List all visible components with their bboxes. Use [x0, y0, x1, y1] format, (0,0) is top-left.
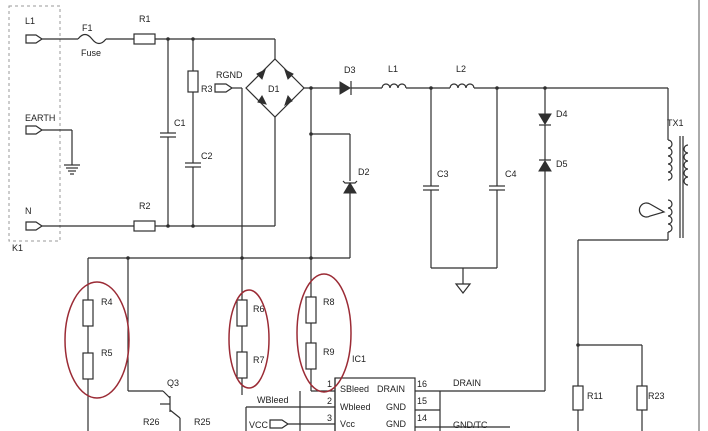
zener-diode-d2 [343, 182, 357, 194]
transformer-ref-tx1: TX1 [667, 118, 684, 128]
resistor-ref-r1: R1 [139, 14, 151, 24]
net-label-drain: DRAIN [453, 378, 481, 388]
connector-vcc-icon [269, 419, 290, 429]
resistor-ref-r8: R8 [323, 297, 335, 307]
resistor-r7 [236, 351, 248, 379]
fuse-label: Fuse [81, 48, 101, 58]
resistor-ref-r2: R2 [139, 201, 151, 211]
inductor-l2 [449, 83, 475, 89]
ic-pin-3-number: 3 [327, 413, 332, 423]
connector-label-l1: L1 [25, 16, 35, 26]
resistor-ref-r4: R4 [101, 297, 113, 307]
ground-icon [454, 283, 472, 294]
capacitor-ref-c3: C3 [437, 169, 449, 179]
connector-label-wbleed: WBleed [257, 395, 289, 405]
net-label-gndtc: GND/TC [453, 420, 488, 430]
resistor-r5 [82, 352, 94, 380]
ic-ref-ic1: IC1 [352, 354, 366, 364]
transformer-secondary [683, 144, 689, 186]
ic-pin-2-number: 2 [327, 396, 332, 406]
inductor-l1 [381, 83, 407, 89]
resistor-r9 [305, 342, 317, 370]
resistor-ref-r3: R3 [201, 84, 213, 94]
resistor-ref-r23: R23 [648, 391, 665, 401]
earth-ground-icon [64, 164, 80, 175]
connector-label-vcc: VCC [249, 420, 269, 430]
highlight-ellipse-r4-r5 [64, 281, 130, 399]
resistor-r2 [133, 220, 156, 232]
diode-ref-d5: D5 [556, 159, 568, 169]
diode-ref-d4: D4 [556, 109, 568, 119]
diode-d3 [339, 81, 351, 95]
connector-l1-icon [25, 34, 44, 44]
resistor-r11 [572, 385, 584, 411]
highlight-ellipse-r6-r7 [228, 289, 270, 389]
ic-pin-14-number: 14 [417, 413, 427, 423]
connector-earth-icon [25, 125, 44, 135]
resistor-ref-r25: R25 [194, 417, 211, 427]
transformer-primary [667, 139, 673, 181]
resistor-r8 [305, 296, 317, 324]
resistor-ref-r7: R7 [253, 355, 265, 365]
capacitor-ref-c2: C2 [201, 151, 213, 161]
ic-pin-16-name: DRAIN [377, 384, 405, 394]
ic-pin-1-name: SBleed [340, 384, 369, 394]
resistor-ref-r11: R11 [587, 391, 603, 401]
bridge-diodes-icon [256, 69, 294, 107]
resistor-ref-r9: R9 [323, 347, 335, 357]
capacitor-ref-c4: C4 [505, 169, 517, 179]
capacitor-ref-c1: C1 [174, 118, 186, 128]
connector-block-k1 [8, 5, 61, 242]
connector-label-rgnd: RGND [216, 70, 243, 80]
diode-d5 [538, 160, 552, 172]
ic-pin-15-name: GND [386, 402, 407, 412]
fuse-ref-f1: F1 [82, 23, 93, 33]
connector-label-n: N [25, 206, 32, 216]
transformer-marker-icon [638, 202, 666, 218]
ic-pin-1-number: 1 [327, 379, 332, 389]
fuse-f1-symbol [77, 33, 107, 45]
resistor-ref-r6: R6 [253, 304, 265, 314]
resistor-r6 [236, 299, 248, 327]
resistor-r4 [82, 299, 94, 327]
transistor-ref-q3: Q3 [167, 378, 179, 388]
diode-d4 [538, 113, 552, 125]
inductor-ref-l2: L2 [456, 64, 466, 74]
ic-pin-14-name: GND [386, 419, 407, 429]
ic-pin-16-number: 16 [417, 379, 427, 389]
bridge-ref-d1: D1 [268, 84, 280, 94]
inductor-ref-l1: L1 [388, 64, 398, 74]
resistor-ref-r5: R5 [101, 348, 113, 358]
resistor-r3 [187, 70, 199, 93]
transformer-aux [667, 199, 673, 233]
resistor-r23 [636, 385, 648, 411]
diode-ref-d3: D3 [344, 65, 356, 75]
ic1-package [334, 377, 416, 431]
resistor-ref-r26: R26 [143, 417, 160, 427]
block-label-k1: K1 [12, 243, 23, 253]
connector-label-earth: EARTH [25, 113, 55, 123]
connector-n-icon [25, 221, 44, 231]
ic-pin-2-name: Wbleed [340, 402, 371, 412]
highlight-ellipse-r8-r9 [296, 273, 352, 393]
connector-rgnd-icon [214, 83, 234, 93]
ic-pin-3-name: Vcc [340, 419, 356, 429]
ic-pin-15-number: 15 [417, 396, 427, 406]
resistor-r1 [133, 33, 156, 45]
diode-ref-d2: D2 [358, 167, 370, 177]
